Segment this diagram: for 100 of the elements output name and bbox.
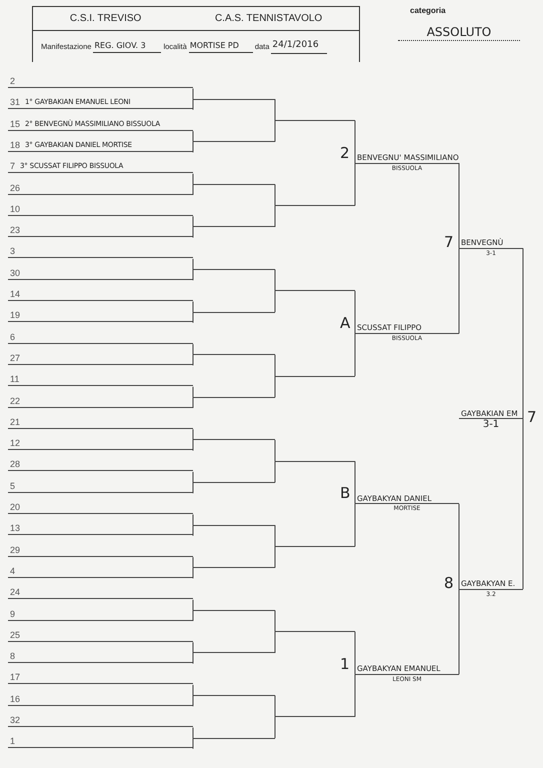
bracket-connector [192, 269, 194, 281]
bracket-line [193, 738, 275, 739]
seed-number: 23 [10, 226, 20, 236]
bracket-line [193, 482, 275, 484]
bracket-connector [354, 460, 356, 504]
seed-number: 16 [10, 694, 20, 705]
bracket-line [193, 141, 275, 142]
bracket-connector [192, 471, 194, 484]
fill-in-value: MORTISE PD [188, 40, 253, 53]
bracket-connector [192, 556, 194, 568]
seed-number: 18 [10, 140, 20, 151]
bracket-connector [192, 599, 194, 611]
bracket-line [193, 312, 275, 313]
bracket-connector [192, 312, 194, 324]
match-number: 7 [527, 410, 537, 426]
bracket-connector [192, 695, 194, 707]
bracket-line [193, 354, 275, 356]
seed-number: 19 [10, 311, 20, 322]
bracket-line [193, 695, 275, 696]
bracket-line [193, 396, 275, 398]
bracket-line [275, 546, 355, 547]
bracket-connector [192, 141, 194, 153]
match-number: 1 [340, 656, 350, 672]
bracket-line [275, 460, 355, 462]
bracket-connector [274, 695, 276, 718]
fill-in-value: 24/1/2016 [271, 39, 328, 54]
bracket-connector [192, 642, 194, 654]
field-label: categoria [410, 5, 446, 17]
seed-number: 13 [10, 524, 20, 534]
seed-number: 2 [10, 77, 16, 87]
bracket-line [193, 439, 275, 440]
bracket-connector [354, 162, 356, 206]
seed-number: 11 [10, 375, 20, 386]
match-number: 7 [444, 234, 454, 250]
seed-number: 30 [10, 268, 20, 279]
bracket-line [193, 184, 275, 185]
bracket-line [193, 226, 275, 228]
bracket-connector [192, 524, 194, 536]
match-number: B [340, 486, 350, 502]
bracket-connector [274, 610, 276, 632]
bracket-connector [458, 503, 460, 590]
bracket-connector [458, 162, 460, 249]
match-score: 3-1 [482, 419, 500, 432]
organization-name: C.S.I. TREVISO [70, 12, 142, 26]
bracket-line [275, 631, 355, 632]
seed-number: 27 [10, 354, 20, 364]
bracket-connector [192, 610, 194, 622]
bracket-line [193, 652, 275, 654]
bracket-connector [274, 631, 276, 654]
bracket-connector [354, 631, 356, 675]
bracket-connector [274, 205, 276, 228]
bracket-connector [274, 460, 276, 484]
bracket-connector [354, 332, 356, 377]
bracket-connector [192, 652, 194, 664]
bracket-connector [522, 418, 524, 590]
seed-number: 26 [10, 184, 20, 194]
bracket-connector [192, 301, 194, 313]
bracket-connector [354, 674, 356, 718]
bracket-line [275, 716, 355, 718]
bracket-line [275, 376, 355, 377]
bracket-connector [522, 248, 524, 420]
seed-number: 31 [10, 98, 20, 108]
bracket-connector [192, 514, 194, 526]
bracket-connector [274, 184, 276, 206]
seed-number: 8 [10, 652, 16, 662]
match-number: 2 [340, 146, 350, 161]
bracket-connector [274, 354, 276, 377]
bracket-connector [274, 524, 276, 547]
bracket-connector [192, 386, 194, 398]
seed-number: 7 [10, 162, 16, 172]
seed-number: 15 [10, 120, 20, 130]
bracket-connector [192, 567, 194, 579]
bracket-line [193, 567, 275, 568]
bracket-connector [274, 269, 276, 292]
bracket-line [275, 205, 355, 206]
bracket-connector [192, 344, 194, 356]
seed-number: 1 [10, 737, 16, 748]
bracket-connector [192, 226, 194, 238]
match-number: A [340, 316, 350, 331]
match-number: 8 [444, 576, 454, 591]
bracket-connector [192, 216, 194, 228]
bracket-connector [354, 290, 356, 334]
seed-number: 32 [10, 716, 20, 726]
seed-number: 25 [10, 630, 20, 641]
bracket-slot [459, 236, 523, 258]
bracket-connector [192, 98, 194, 110]
bracket-line [193, 98, 275, 100]
bracket-line [193, 524, 275, 526]
seed-number: 29 [10, 546, 20, 556]
bracket-line [193, 610, 275, 611]
seed-number: 10 [10, 204, 20, 215]
bracket-connector [274, 98, 276, 121]
seed-number: 20 [10, 503, 20, 513]
bracket-connector [274, 716, 276, 739]
bracket-connector [192, 88, 194, 100]
bracket-connector [192, 258, 194, 270]
bracket-connector [192, 396, 194, 408]
bracket-connector [192, 184, 194, 196]
bracket-connector [192, 727, 194, 739]
seed-number: 3 [10, 247, 16, 258]
